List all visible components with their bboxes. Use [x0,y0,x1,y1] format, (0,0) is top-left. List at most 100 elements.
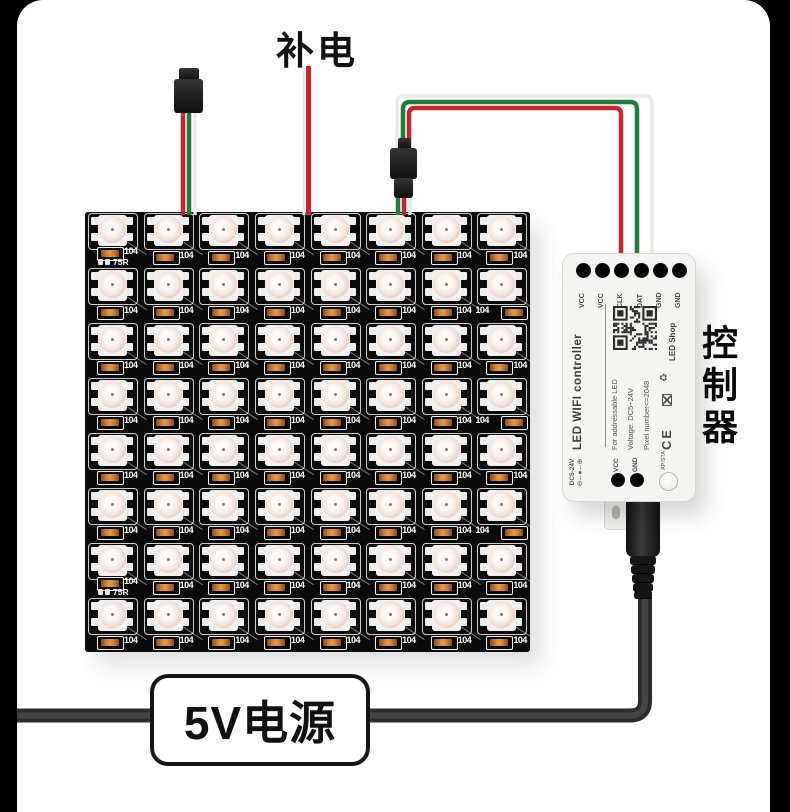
led-pad [403,437,412,445]
ap-sta-button[interactable] [659,472,678,491]
capacitor [267,363,286,371]
capacitor [489,473,508,481]
led-pad [291,327,300,335]
ce-mark: CE [659,427,674,450]
capacitor-label: 104 [457,360,472,370]
capacitor [100,579,119,587]
led-pad [347,217,356,225]
led-pad [313,233,322,241]
capacitor-label: 104 [124,635,138,645]
led-pad [369,437,378,445]
led-pad [180,272,189,280]
led-cell: 104 [141,322,203,377]
led-die-dot [444,338,448,341]
capacitor-label: 104 [235,305,249,315]
led-pad [424,492,433,500]
capacitor [156,253,175,261]
led-outline [88,268,138,305]
led-pad [313,453,322,461]
led-die-dot [389,503,393,506]
led-pad [91,453,99,461]
terminal-label: CLK [617,293,625,308]
led-pad [146,437,155,445]
led-pad [347,327,356,335]
led-outline [143,268,194,305]
led-pad [236,327,245,335]
led-pad [313,327,322,335]
led-pad [480,492,489,500]
led-die-dot [333,613,337,616]
led-pad [257,288,266,296]
led-cell: 104 [474,542,537,597]
led-pad [180,382,189,390]
capacitor [100,363,119,371]
led-pad [257,398,266,406]
capacitor [156,583,175,591]
led-cell: 104 [308,212,370,267]
capacitor [156,308,175,316]
terminal-hole [611,473,625,487]
capacitor-label: 104 [475,525,489,535]
led-pad [202,217,211,225]
led-die-dot [222,448,226,451]
led-pad [458,398,467,406]
capacitor [267,638,286,646]
led-cell: 104 [308,267,370,322]
led-pad [180,563,189,571]
led-pad [424,382,433,390]
capacitor [156,638,175,646]
capacitor-label: 104 [235,470,249,480]
led-pad [180,508,189,516]
led-die-dot [166,283,170,286]
led-cell: 104 [419,432,481,487]
led-outline [366,268,417,305]
led-die-dot [166,448,170,451]
led-pad [347,288,356,296]
led-cell: 104 [196,267,259,322]
led-pad [236,437,245,445]
led-outline [477,543,528,580]
plug-rib [631,565,655,574]
led-die-dot [500,338,504,341]
capacitor [489,253,508,261]
led-outline [143,213,194,250]
led-pad [146,288,155,296]
led-outline [88,433,138,470]
led-pad [236,288,245,296]
plug-rib [632,574,654,583]
led-die-dot [111,283,114,286]
capacitor [323,638,341,646]
led-die-dot [111,613,114,616]
led-outline [421,268,472,305]
led-die-dot [222,393,226,396]
led-cell: 104 [308,597,370,652]
led-pad [180,327,189,335]
led-die-dot [111,393,114,396]
led-pad [403,508,412,516]
led-outline [310,323,361,360]
led-cell: 104 [85,487,147,542]
led-pad [91,437,99,445]
led-pad [347,547,356,555]
led-cell: 104 [141,597,203,652]
led-pad [347,492,356,500]
led-pad [424,547,433,555]
led-die-dot [389,558,393,561]
led-pad [125,547,133,555]
led-cell: 104 [474,597,537,652]
led-pad [91,492,99,500]
led-pad [291,233,300,241]
capacitor [434,363,453,371]
led-pad [458,382,467,390]
led-pad [291,288,300,296]
led-pad [347,382,356,390]
led-cell: 104 [474,212,537,267]
led-cell: 104 [363,377,425,432]
led-die-dot [333,338,337,341]
capacitor-label: 104 [235,580,249,590]
led-pad [458,437,467,445]
led-pad [458,343,467,351]
led-pad [458,508,467,516]
led-pad [458,563,467,571]
